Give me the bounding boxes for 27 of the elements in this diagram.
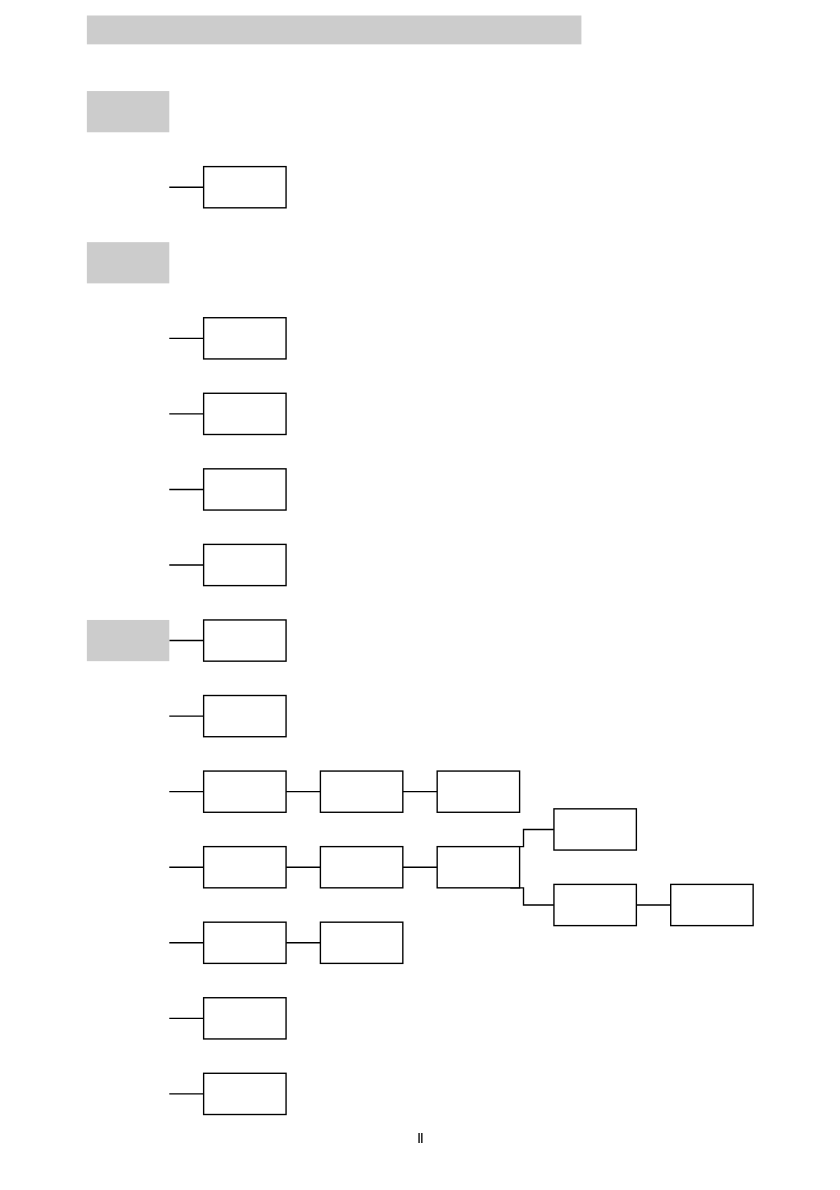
node-box: [319, 921, 404, 965]
roman-numeral-label: Ⅱ: [416, 1131, 424, 1146]
node-box: [553, 883, 638, 927]
node-box: [319, 770, 404, 813]
node-box: [202, 392, 287, 436]
node-box: [319, 845, 404, 889]
node-box: [202, 317, 287, 360]
node-box: [436, 845, 521, 889]
node-box: [202, 997, 287, 1040]
node-box: [202, 694, 287, 738]
node-box: [202, 619, 287, 662]
node-box: [436, 770, 521, 813]
node-box: [670, 883, 754, 927]
node-bar: [86, 15, 582, 45]
node-box: [202, 1072, 287, 1116]
node-box: [202, 845, 287, 889]
node-box: [86, 91, 170, 133]
node-box: [202, 165, 287, 209]
node-box: [553, 808, 638, 851]
connector: [402, 791, 438, 793]
node-box: [202, 921, 287, 965]
node-box: [202, 770, 287, 813]
node-box: [202, 468, 287, 511]
node-box: [86, 619, 170, 662]
node-box: [86, 242, 170, 284]
connector: [402, 866, 438, 868]
node-box: [202, 543, 287, 587]
